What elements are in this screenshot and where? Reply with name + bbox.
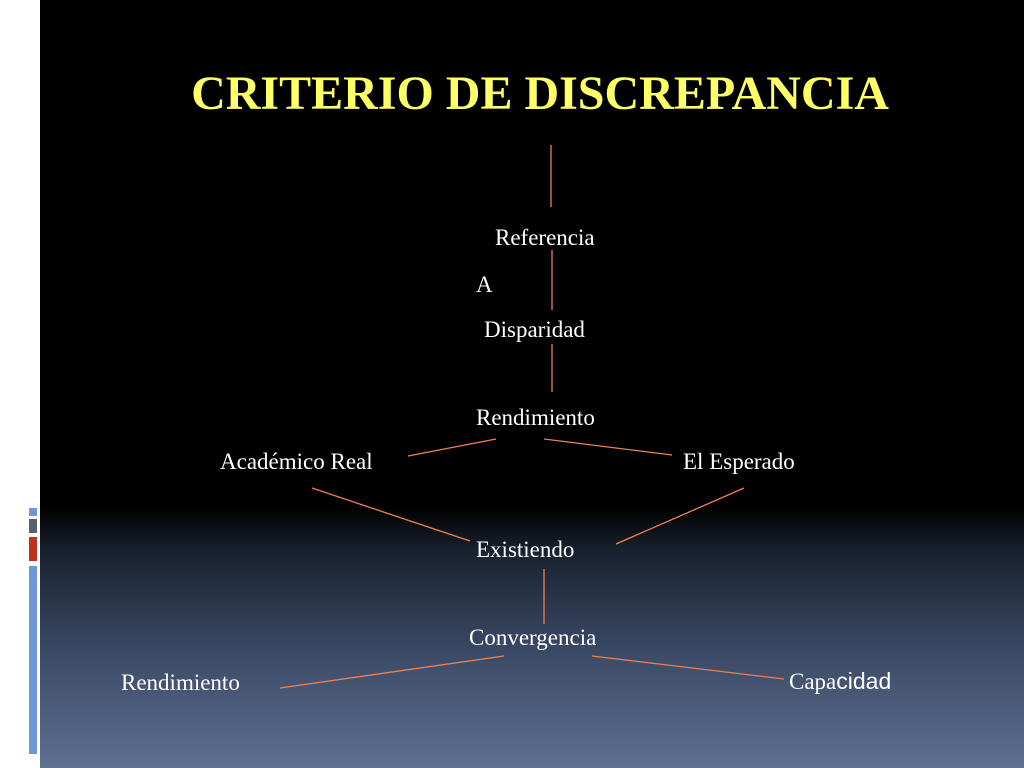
strip-accent-blue-small: [29, 508, 37, 516]
node-rendimiento-bottom: Rendimiento: [121, 670, 240, 695]
node-convergencia: Convergencia: [469, 625, 597, 650]
node-existiendo: Existiendo: [476, 537, 575, 562]
node-referencia: Referencia: [495, 225, 595, 250]
strip-accent-blue-long: [29, 566, 37, 754]
node-a: A: [476, 272, 493, 297]
capacidad-part-serif: Capa: [789, 669, 837, 694]
strip-accent-red: [29, 537, 37, 561]
node-el-esperado: El Esperado: [683, 449, 795, 474]
node-capacidad: Capacidad: [789, 668, 892, 694]
strip-accent-gray: [29, 519, 37, 533]
node-academico-real: Académico Real: [220, 449, 373, 474]
slide-title: CRITERIO DE DISCREPANCIA: [191, 67, 889, 120]
connector-convergencia-to-capacidad: [591, 655, 785, 680]
node-disparidad: Disparidad: [484, 317, 585, 342]
connector-academico-to-existiendo: [311, 487, 471, 542]
node-rendimiento-top: Rendimiento: [476, 405, 595, 430]
connector-rendimiento-to-academico: [407, 438, 497, 457]
connector-esperado-to-existiendo: [615, 487, 745, 545]
connector-convergencia-to-rendimiento: [279, 655, 505, 689]
capacidad-part-sans: cidad: [836, 668, 892, 694]
connector-rendimiento-to-esperado: [543, 438, 673, 456]
